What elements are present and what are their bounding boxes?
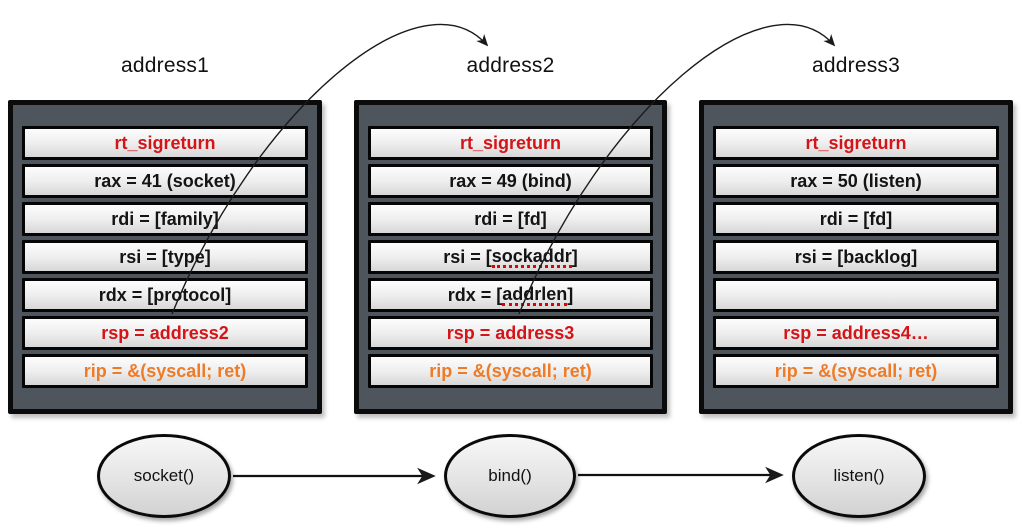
stack-row-rdx: rdx = [protocol] [22, 278, 308, 312]
stack-row-rip: rip = &(syscall; ret) [22, 354, 308, 388]
stack-row-rdx: rdx = [addrlen] [368, 278, 653, 312]
stack-row-rt-sigreturn: rt_sigreturn [713, 126, 999, 160]
flow-node-label: listen() [833, 466, 885, 485]
stack-row-rip: rip = &(syscall; ret) [368, 354, 653, 388]
stack-row-rdi: rdi = [fd] [713, 202, 999, 236]
frame-label-address1: address1 [121, 54, 209, 77]
stack-row-rt-sigreturn: rt_sigreturn [22, 126, 308, 160]
stack-row-rax: rax = 50 (listen) [713, 164, 999, 198]
frame-label-address2: address2 [466, 54, 555, 77]
stack-row-empty [713, 278, 999, 312]
stack-row-rsi: rsi = [backlog] [713, 240, 999, 274]
flow-node-label: socket() [133, 466, 195, 485]
flow-node-socket: socket() [97, 434, 231, 518]
stack-row-rsp: rsp = address3 [368, 316, 653, 350]
row-text-suffix: ] [567, 284, 574, 305]
stack-row-rsi: rsi = [type] [22, 240, 308, 274]
stack-row-rdi: rdi = [fd] [368, 202, 653, 236]
flow-node-label: bind() [488, 466, 532, 485]
stack-row-rt-sigreturn: rt_sigreturn [368, 126, 653, 160]
stack-row-rsp: rsp = address4… [713, 316, 999, 350]
stack-row-rip: rip = &(syscall; ret) [713, 354, 999, 388]
stack-row-rsp: rsp = address2 [22, 316, 308, 350]
stack-row-rsi: rsi = [sockaddr] [368, 240, 653, 274]
row-text-suffix: ] [571, 246, 578, 267]
frame-label-address3: address3 [812, 54, 900, 77]
misspelled-word-addrlen: addrlen [502, 283, 568, 306]
stack-frame-address1: rt_sigreturn rax = 41 (socket) rdi = [fa… [8, 100, 322, 414]
row-text-prefix: rsi = [ [443, 246, 492, 267]
flow-node-bind: bind() [444, 434, 576, 518]
flow-node-listen: listen() [792, 434, 926, 518]
misspelled-word-sockaddr: sockaddr [491, 245, 572, 268]
stack-row-rax: rax = 49 (bind) [368, 164, 653, 198]
stack-row-rdi: rdi = [family] [22, 202, 308, 236]
stack-row-rax: rax = 41 (socket) [22, 164, 308, 198]
row-text-prefix: rdx = [ [447, 284, 503, 305]
stack-frame-address3: rt_sigreturn rax = 50 (listen) rdi = [fd… [699, 100, 1013, 414]
stack-frame-address2: rt_sigreturn rax = 49 (bind) rdi = [fd] … [354, 100, 667, 414]
